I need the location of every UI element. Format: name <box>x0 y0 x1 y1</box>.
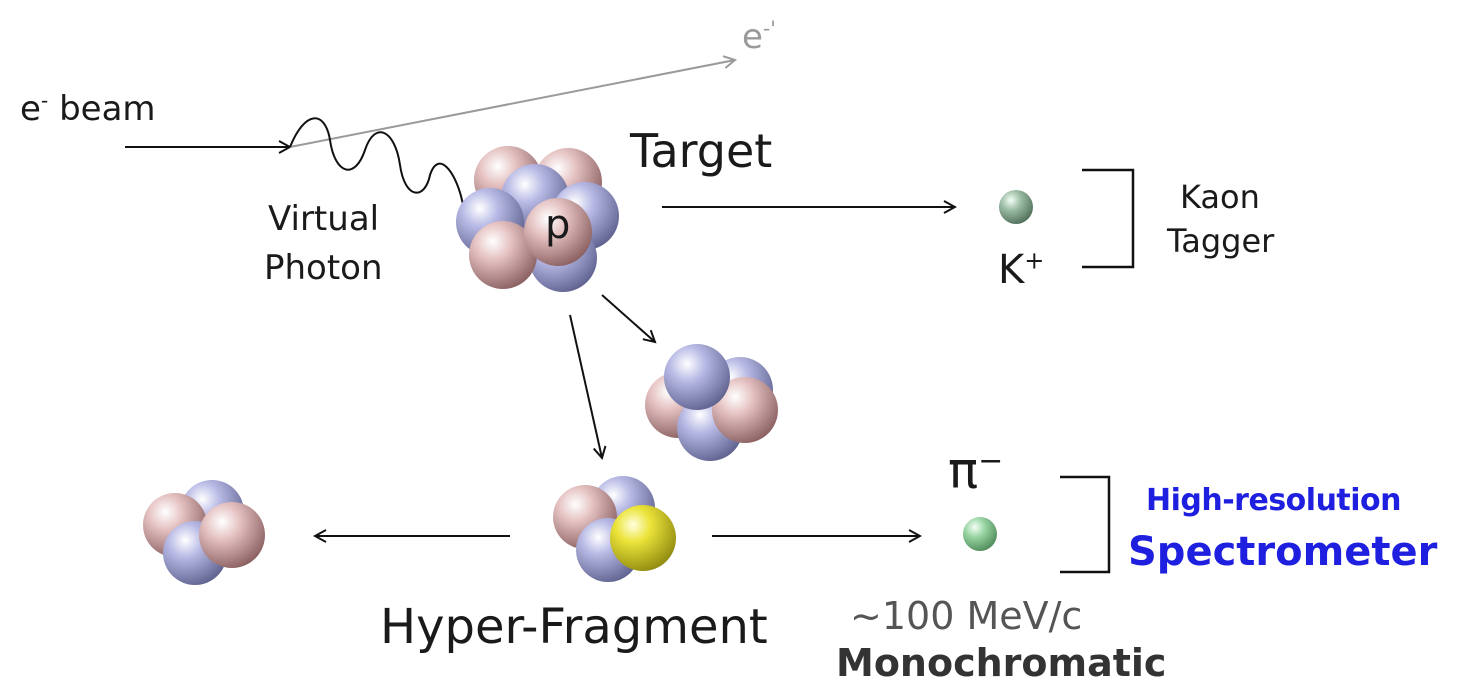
monochromatic-label: Monochromatic <box>836 641 1167 685</box>
proton-label: p <box>545 202 571 248</box>
momentum-label: ~100 MeV/c <box>850 594 1083 638</box>
virtual-label: Virtual <box>268 199 380 239</box>
kaon-tagger-line2: Tagger <box>1167 222 1275 260</box>
spectrometer-line1: High-resolution <box>1146 483 1402 518</box>
electron-beam-label: e- beam <box>20 88 156 129</box>
pion-ball <box>963 517 997 551</box>
hyper-fragment-arrow <box>569 314 602 458</box>
spectrometer-line2: Spectrometer <box>1128 529 1438 575</box>
virtual-photon-wave <box>289 117 530 240</box>
decay-nucleus <box>143 480 265 585</box>
target-label: Target <box>630 124 773 178</box>
kaon-tagger-line1: Kaon <box>1180 178 1260 216</box>
kaon-label: K+ <box>998 246 1045 293</box>
spectrometer-bracket <box>1060 475 1111 574</box>
target-nucleus <box>456 146 619 292</box>
photon-label: Photon <box>264 248 383 288</box>
scattered-electron-arrow <box>289 60 735 148</box>
hyper-fragment <box>553 476 676 582</box>
kaon-tagger-bracket <box>1082 168 1135 269</box>
residual-nucleus <box>645 344 778 461</box>
hyper-fragment-label: Hyper-Fragment <box>380 599 768 655</box>
pion-label: π− <box>948 442 1004 500</box>
scattered-electron-label: e-' <box>742 16 776 57</box>
residual-nucleus-arrow <box>601 294 655 342</box>
kaon-ball <box>999 190 1033 224</box>
